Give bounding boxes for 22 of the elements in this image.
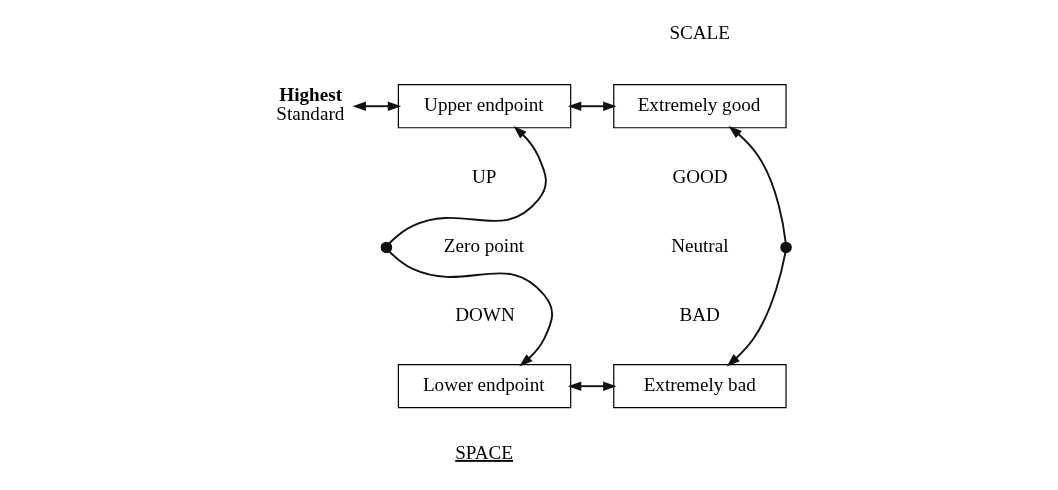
arrow (567, 381, 617, 391)
node-text: Highest Standard (276, 84, 345, 125)
node-box: Extremely good (613, 84, 787, 129)
label: UP (471, 165, 497, 187)
arrow (728, 125, 787, 244)
node-box: Extremely bad (613, 364, 787, 409)
label: BAD (679, 304, 720, 326)
label: GOOD (672, 165, 728, 187)
node-circle (380, 241, 393, 254)
label: Neutral (671, 234, 729, 256)
node-circle (780, 241, 792, 254)
node-box: Lower endpoint (397, 364, 572, 409)
label: Zero point (443, 234, 525, 256)
label: SCALE (669, 21, 730, 43)
arrow (726, 251, 787, 367)
arrow (388, 250, 554, 367)
label: DOWN (455, 304, 515, 326)
arrow (388, 125, 547, 244)
arrow (567, 101, 617, 111)
arrow (352, 101, 402, 111)
node-box: Upper endpoint (397, 84, 572, 129)
label: SPACE (455, 441, 514, 463)
